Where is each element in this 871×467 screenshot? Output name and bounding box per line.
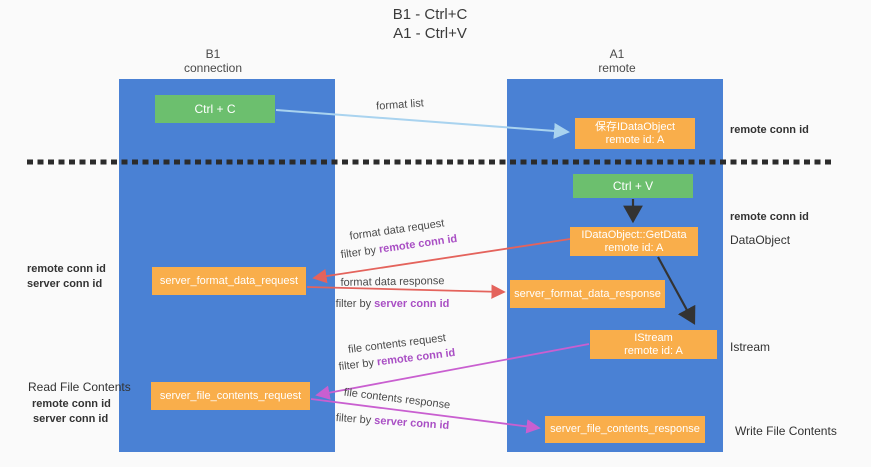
server-conn-id-annotation-left-2: server conn id [33, 413, 109, 425]
ctrl-v-node: Ctrl + V [573, 174, 693, 198]
format-data-response-filter-label: filter by server conn id [325, 298, 460, 310]
ctrl-c-node: Ctrl + C [155, 95, 275, 123]
server-conn-id-annotation-left-1: server conn id [27, 278, 103, 290]
save-idataobject-remote-id: remote id: A [605, 133, 665, 146]
lane-header-b1: B1 connection [153, 47, 273, 75]
server-format-data-request-label: server_format_data_request [159, 274, 299, 287]
server-format-data-response-label: server_format_data_response [514, 287, 661, 300]
format-data-request-arrow [312, 238, 571, 284]
dataobject-annotation: DataObject [730, 233, 791, 247]
getdata-to-istream-arrow [657, 256, 696, 325]
save-idataobject-title: 保存IDataObject [594, 120, 676, 133]
server-file-contents-response-label: server_file_contents_response [550, 423, 700, 435]
save-idataobject-node: 保存IDataObject remote id: A [575, 118, 695, 149]
server-file-contents-request-node: server_file_contents_request [151, 382, 310, 410]
server-format-data-request-node: server_format_data_request [152, 267, 306, 295]
title-line-1: B1 - Ctrl+C [392, 6, 468, 23]
istream-node: IStream remote id: A [590, 330, 717, 359]
server-format-data-response-node: server_format_data_response [510, 280, 665, 308]
remote-conn-id-annotation-left-1: remote conn id [27, 263, 106, 275]
ctrl-c-label: Ctrl + C [194, 102, 236, 116]
format-list-arrow [275, 109, 570, 139]
diagram-title: B1 - Ctrl+C A1 - Ctrl+V [310, 5, 550, 43]
title-line-2: A1 - Ctrl+V [393, 25, 467, 42]
lane-b1-name: B1 [205, 47, 221, 61]
istream-remote-id: remote id: A [624, 344, 683, 357]
filter-by-text: filter by [335, 298, 375, 310]
getdata-remote-id: remote id: A [604, 241, 664, 254]
server-file-contents-response-node: server_file_contents_response [545, 416, 705, 443]
lane-b1-subtitle: connection [183, 61, 243, 75]
lane-a1-name: A1 [609, 47, 625, 61]
lane-header-a1: A1 remote [557, 47, 677, 75]
istream-annotation: Istream [730, 340, 771, 354]
write-file-contents-annotation: Write File Contents [735, 424, 837, 438]
format-data-response-edge-label: format data response [340, 275, 445, 289]
read-file-contents-annotation: Read File Contents [28, 380, 131, 394]
lane-a1-subtitle: remote [598, 61, 636, 75]
ctrl-v-label: Ctrl + V [612, 179, 654, 193]
istream-title: IStream [634, 331, 673, 344]
remote-conn-id-annotation-top: remote conn id [730, 124, 809, 136]
remote-conn-id-annotation-mid: remote conn id [730, 211, 809, 223]
format-data-response-arrow [306, 284, 506, 299]
idataobject-getdata-node: IDataObject::GetData remote id: A [570, 227, 698, 256]
server-conn-id-text: server conn id [374, 298, 450, 310]
remote-conn-id-annotation-left-2: remote conn id [32, 398, 111, 410]
file-contents-response-arrow [310, 398, 541, 434]
server-file-contents-request-label: server_file_contents_request [159, 389, 302, 402]
file-contents-request-arrow [315, 343, 590, 400]
getdata-title: IDataObject::GetData [581, 228, 687, 241]
